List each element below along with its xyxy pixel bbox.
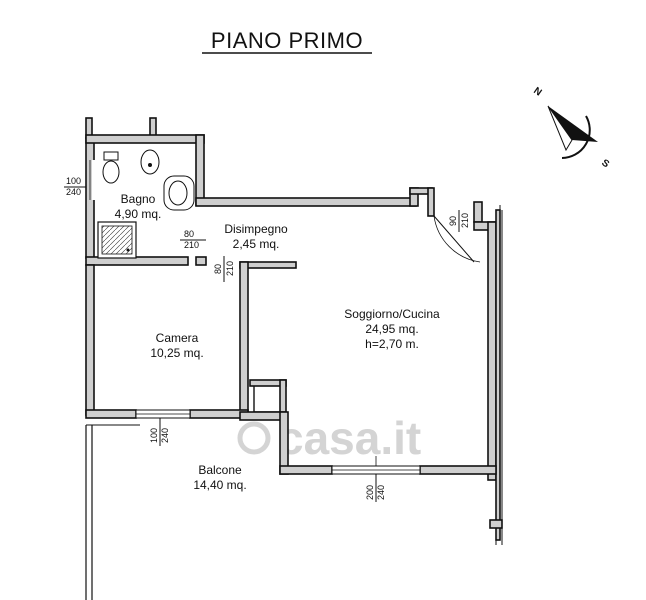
toilet-icon	[102, 151, 120, 184]
room-area-soggiorno: 24,95 mq.	[365, 322, 418, 336]
compass-icon: N S	[531, 85, 611, 170]
walls	[85, 117, 503, 545]
svg-text:210: 210	[460, 213, 470, 228]
room-area-disimpegno: 2,45 mq.	[233, 237, 280, 251]
svg-text:100: 100	[66, 176, 81, 186]
room-name-soggiorno: Soggiorno/Cucina	[344, 307, 440, 321]
room-area-camera: 10,25 mq.	[150, 346, 203, 360]
svg-text:240: 240	[160, 428, 170, 443]
entry-door	[433, 215, 481, 263]
room-area-balcone: 14,40 mq.	[193, 478, 246, 492]
svg-text:210: 210	[225, 261, 235, 276]
svg-text:90: 90	[448, 216, 458, 226]
svg-text:240: 240	[376, 485, 386, 500]
room-name-disimpegno: Disimpegno	[224, 222, 288, 236]
compass-south-label: S	[599, 157, 611, 170]
watermark-text: casa.it	[278, 412, 421, 464]
balcony-outline	[85, 424, 140, 600]
compass-north-label: N	[531, 85, 543, 98]
svg-text:80: 80	[184, 229, 194, 239]
soggiorno-window-dimension: 200 240	[365, 474, 386, 502]
svg-text:80: 80	[213, 264, 223, 274]
bagno-window-dimension: 100 240	[64, 176, 86, 197]
bagno-door-dimension: 80 210	[180, 229, 206, 250]
room-name-bagno: Bagno	[121, 192, 156, 206]
watermark: casa.it	[237, 412, 421, 464]
svg-text:100: 100	[149, 428, 159, 443]
entry-door-dimension: 90 210	[448, 210, 470, 232]
bagno-window	[89, 160, 96, 200]
camera-door-dimension: 80 210	[213, 256, 235, 282]
sink-icon	[163, 175, 195, 211]
camera-window	[135, 409, 191, 419]
room-area-bagno: 4,90 mq.	[115, 207, 162, 221]
svg-text:200: 200	[365, 485, 375, 500]
room-height-soggiorno: h=2,70 m.	[365, 337, 419, 351]
svg-text:210: 210	[184, 240, 199, 250]
room-name-camera: Camera	[156, 331, 199, 345]
plan-title: PIANO PRIMO	[211, 28, 363, 53]
bidet-icon	[140, 149, 160, 175]
shower-icon	[97, 221, 137, 259]
room-name-balcone: Balcone	[198, 463, 242, 477]
camera-window-dimension: 100 240	[149, 418, 170, 446]
svg-text:240: 240	[66, 187, 81, 197]
